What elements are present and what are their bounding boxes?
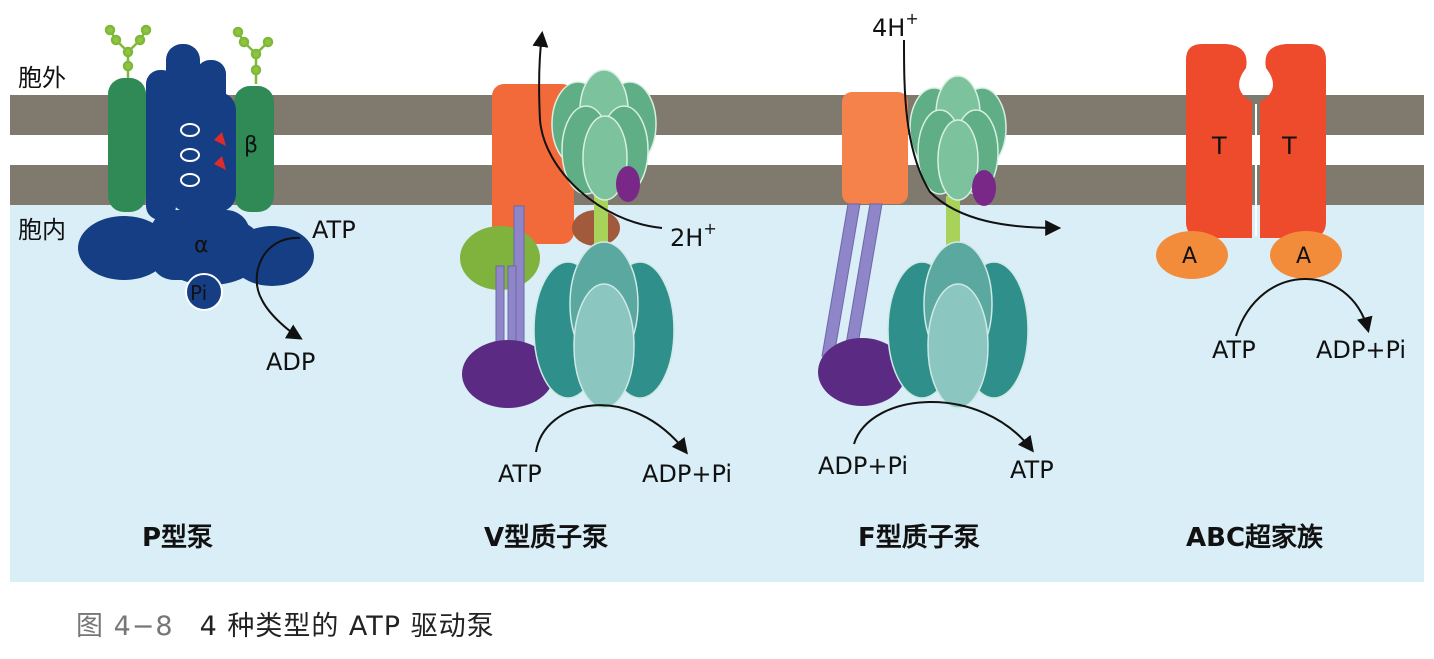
glycan-chain-left xyxy=(104,24,152,80)
phosphate-circle xyxy=(185,273,223,311)
f-purple-dot xyxy=(972,170,996,206)
label-beta: β xyxy=(244,133,258,158)
label-adp-pi-abc: ADP+Pi xyxy=(1316,336,1406,364)
figure-number: 图 4−8 xyxy=(76,611,174,642)
abc-a-domain-left xyxy=(1156,231,1228,279)
label-t-left: T xyxy=(1211,132,1227,160)
p-alpha-cytoplasmic-domain xyxy=(78,210,314,286)
v-type-pump: 2H+ ATP ADP+Pi V型质子泵 xyxy=(460,30,732,553)
v-proton-arrow xyxy=(532,30,663,229)
label-pi-p: Pi xyxy=(190,281,207,305)
f-reaction-arrow xyxy=(853,401,1034,453)
abc-transporter: T T A A ATP ADP+Pi ABC超家族 xyxy=(1156,44,1406,553)
v-purple-dot xyxy=(616,166,640,202)
label-atp-f: ATP xyxy=(1010,456,1054,484)
label-2h-charge: + xyxy=(703,219,716,238)
p-beta-subunit xyxy=(234,86,274,212)
label-v-type-pump: V型质子泵 xyxy=(484,523,608,553)
label-4h-f: 4H+ xyxy=(872,9,919,42)
label-a-left: A xyxy=(1182,244,1197,269)
v-c-ring xyxy=(551,69,657,201)
label-inside: 胞内 xyxy=(18,216,66,244)
label-f-type-pump: F型质子泵 xyxy=(858,523,980,553)
f-purple-base xyxy=(818,338,906,406)
abc-reaction-arrow xyxy=(1235,278,1373,337)
v-purple-base xyxy=(462,340,554,408)
f-type-pump: 4H+ ADP+Pi ATP F型质子泵 xyxy=(818,9,1062,553)
figure-caption: 图 4−8 4 种类型的 ATP 驱动泵 xyxy=(76,604,495,643)
abc-t-domain-left xyxy=(1186,44,1252,238)
label-t-right: T xyxy=(1281,132,1297,160)
label-adp-pi-v: ADP+Pi xyxy=(642,460,732,488)
label-abc-superfamily: ABC超家族 xyxy=(1186,522,1324,553)
v-v1-head xyxy=(533,241,675,409)
f-f1-head xyxy=(887,241,1029,409)
label-adp-p: ADP xyxy=(266,348,315,376)
p-type-pump: β α Pi ATP ADP P型泵 xyxy=(78,24,356,553)
p-reaction-arrow xyxy=(255,236,303,340)
figure-title: 4 种类型的 ATP 驱动泵 xyxy=(199,611,495,642)
label-adp-pi-f: ADP+Pi xyxy=(818,452,908,480)
abc-a-domain-right xyxy=(1270,231,1342,279)
label-atp-abc: ATP xyxy=(1212,336,1256,364)
label-outside: 胞外 xyxy=(18,64,66,92)
label-p-type-pump: P型泵 xyxy=(142,523,213,553)
abc-t-domain-right xyxy=(1260,44,1326,238)
p-green-subunit-left xyxy=(108,78,146,212)
label-2h-v: 2H+ xyxy=(670,219,717,252)
f-a-subunit-orange xyxy=(842,92,908,204)
ion-binding-sites xyxy=(180,123,200,187)
label-a-right: A xyxy=(1296,244,1311,269)
label-atp-v: ATP xyxy=(498,460,542,488)
label-alpha: α xyxy=(194,233,209,258)
label-4h-charge: + xyxy=(905,9,918,28)
v-reaction-arrow xyxy=(535,404,688,455)
red-ion-markers xyxy=(214,132,226,170)
f-proton-arrow xyxy=(903,39,1062,236)
p-alpha-transmembrane xyxy=(146,44,236,220)
glycan-chain-right xyxy=(232,26,274,84)
label-atp-p: ATP xyxy=(312,216,356,244)
